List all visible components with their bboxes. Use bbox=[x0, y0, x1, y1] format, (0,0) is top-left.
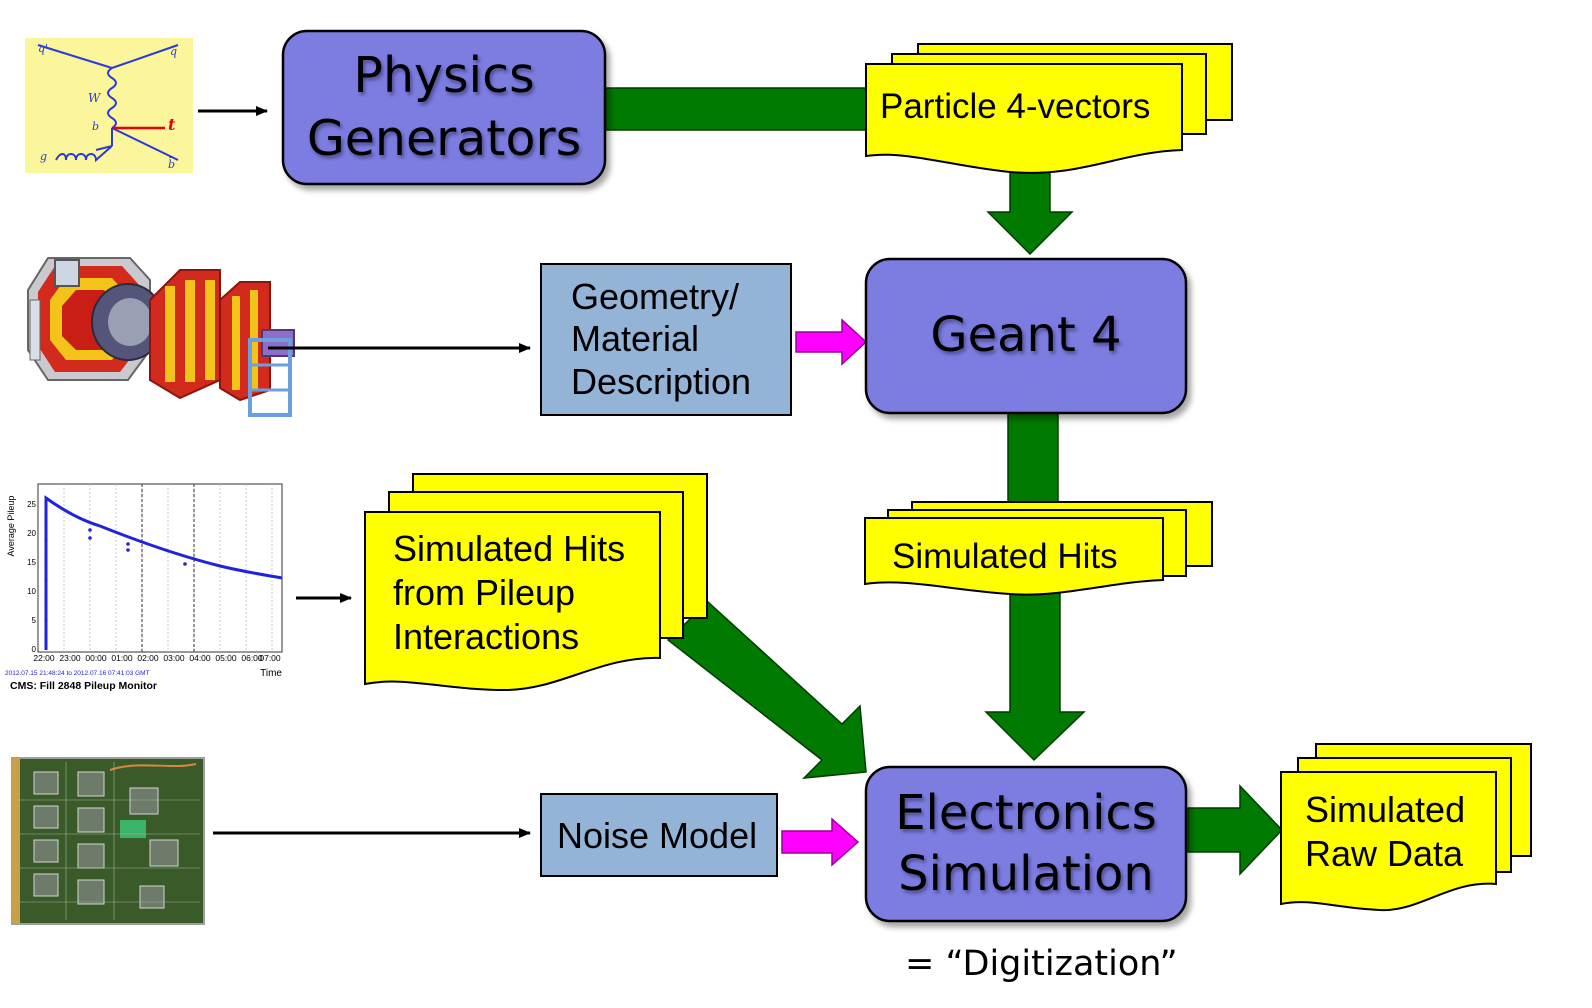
pileup-hits-document bbox=[364, 473, 708, 692]
electronics-line2: Simulation bbox=[898, 846, 1154, 902]
config-arrows bbox=[781, 318, 868, 867]
raw-data-line2: Raw Data bbox=[1305, 832, 1464, 874]
pileup-hits-line2: from Pileup bbox=[393, 571, 576, 613]
document-stacks bbox=[364, 43, 1532, 912]
raw-data-document bbox=[1280, 743, 1532, 912]
process-boxes bbox=[281, 29, 1188, 923]
simulated-hits-label: Simulated Hits bbox=[892, 537, 1118, 576]
noise-model-box bbox=[540, 793, 778, 877]
generators-to-vectors-connector bbox=[603, 87, 869, 131]
electronics-line1: Electronics bbox=[895, 784, 1157, 841]
geometry-box bbox=[540, 263, 792, 416]
pileup-plot-icon: Average Pileup 25 20 15 10 5 0 22:00 23:… bbox=[5, 483, 283, 692]
noise-to-electronics-arrow bbox=[781, 817, 860, 867]
pileup-y-tick: 15 bbox=[27, 558, 36, 567]
geometry-line2: Material bbox=[571, 318, 700, 360]
hits-to-electronics-arrow bbox=[984, 579, 1086, 762]
flow-arrows bbox=[603, 87, 1284, 876]
pileup-y-tick: 10 bbox=[27, 587, 36, 596]
pileup-to-electronics-arrow bbox=[666, 600, 867, 779]
electronics-simulation-box bbox=[864, 765, 1188, 923]
pileup-x-tick: 22:00 bbox=[33, 653, 55, 663]
pileup-x-tick: 06:00 bbox=[241, 653, 263, 663]
electronics-to-rawdata-arrow bbox=[1187, 784, 1284, 876]
circuit-board-icon bbox=[11, 757, 205, 925]
raw-data-line1: Simulated bbox=[1305, 789, 1466, 830]
geant4-box bbox=[864, 257, 1188, 415]
pileup-y-tick: 25 bbox=[27, 500, 36, 509]
physics-generators-label: Physics Generators bbox=[283, 31, 605, 184]
pileup-x-tick: 03:00 bbox=[163, 653, 185, 663]
cms-detector-icon bbox=[27, 257, 295, 417]
feynman-label-b: b bbox=[92, 120, 99, 133]
physics-generators-box bbox=[281, 29, 607, 186]
pileup-x-tick: 01:00 bbox=[111, 653, 133, 663]
pileup-hits-line1: Simulated Hits bbox=[393, 528, 626, 569]
pileup-hits-line3: Interactions bbox=[393, 615, 580, 657]
feynman-label-bbar: b̄ bbox=[168, 158, 175, 171]
pileup-y-tick: 5 bbox=[32, 616, 37, 625]
pileup-date-range: 2012.07.15 21:48:24 to 2012.07.16 07:41:… bbox=[5, 670, 150, 677]
geometry-line3: Description bbox=[571, 360, 752, 402]
feynman-label-qprime: q' bbox=[38, 42, 48, 55]
pileup-x-tick: 05:00 bbox=[215, 653, 237, 663]
physics-generators-line1: Physics bbox=[353, 46, 535, 104]
pileup-x-label: Time bbox=[260, 668, 282, 679]
feynman-label-w: W bbox=[88, 91, 102, 105]
pileup-x-tick: 04:00 bbox=[189, 653, 211, 663]
input-arrows bbox=[198, 106, 531, 838]
pileup-y-tick: 20 bbox=[27, 529, 36, 538]
electronics-simulation-label: Electronics Simulation bbox=[866, 767, 1186, 921]
particle-vectors-document bbox=[865, 43, 1233, 174]
input-boxes bbox=[540, 263, 792, 877]
feynman-diagram-icon: q' q W b t g b̄ bbox=[25, 38, 193, 173]
pileup-title: CMS: Fill 2848 Pileup Monitor bbox=[10, 680, 157, 692]
geant-to-hits-connector bbox=[1007, 411, 1059, 505]
physics-generators-line2: Generators bbox=[306, 109, 582, 167]
pileup-hits-label: Simulated Hits from Pileup Interactions bbox=[393, 527, 625, 659]
pileup-x-tick: 07:00 bbox=[259, 653, 281, 663]
geometry-label: Geometry/ Material Description bbox=[571, 276, 751, 403]
pileup-x-tick: 02:00 bbox=[137, 653, 159, 663]
pileup-x-tick: 00:00 bbox=[85, 653, 107, 663]
geant4-text: Geant 4 bbox=[930, 307, 1122, 364]
raw-data-label: Simulated Raw Data bbox=[1305, 788, 1465, 876]
noise-model-label: Noise Model bbox=[557, 815, 758, 856]
geometry-line1: Geometry/ bbox=[571, 276, 740, 317]
pileup-y-tick: 0 bbox=[32, 645, 37, 654]
feynman-label-t: t bbox=[168, 115, 176, 134]
pileup-x-tick: 23:00 bbox=[59, 653, 81, 663]
simulated-hits-document bbox=[864, 501, 1213, 596]
geometry-to-geant-arrow bbox=[795, 318, 868, 366]
digitization-caption: = “Digitization” bbox=[905, 944, 1178, 984]
pileup-y-label: Average Pileup bbox=[6, 496, 16, 557]
feynman-label-g: g bbox=[40, 150, 47, 163]
feynman-label-q: q bbox=[170, 45, 177, 58]
geant4-label: Geant 4 bbox=[866, 259, 1186, 413]
particle-vectors-label: Particle 4-vectors bbox=[880, 87, 1151, 126]
